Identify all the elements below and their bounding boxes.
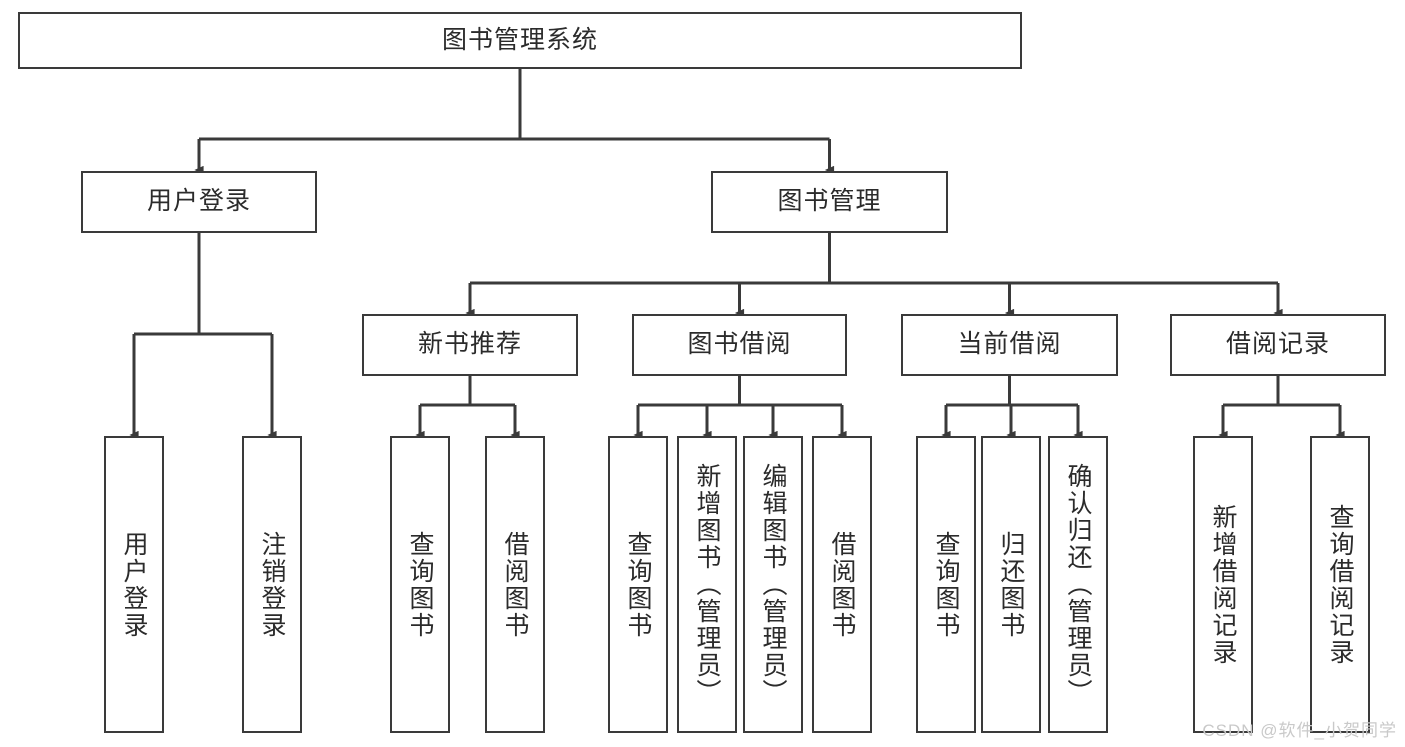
- node-user-login[interactable]: 用户登录: [81, 171, 317, 233]
- node-book-manage[interactable]: 图书管理: [711, 171, 948, 233]
- node-borrow-record[interactable]: 借阅记录: [1170, 314, 1386, 376]
- node-new-book-recommend[interactable]: 新书推荐: [362, 314, 578, 376]
- node-leaf-borrow-book-1[interactable]: 借阅图书: [485, 436, 545, 733]
- node-label: 当前借阅: [957, 330, 1062, 359]
- watermark: CSDN @软件_小贺同学: [1202, 721, 1397, 740]
- node-label: 归还图书: [997, 530, 1025, 639]
- node-leaf-return-book[interactable]: 归还图书: [981, 436, 1041, 733]
- node-label: 查询图书: [624, 530, 652, 639]
- node-label: 编辑图书（管理员）: [759, 463, 787, 706]
- node-label: 查询借阅记录: [1326, 503, 1354, 666]
- node-label: 查询图书: [932, 530, 960, 639]
- node-label: 图书借阅: [687, 330, 792, 359]
- node-label: 图书管理: [777, 187, 882, 216]
- node-label: 用户登录: [120, 530, 148, 639]
- node-leaf-query-book-1[interactable]: 查询图书: [390, 436, 450, 733]
- node-label: 查询图书: [406, 530, 434, 639]
- node-leaf-query-book-2[interactable]: 查询图书: [608, 436, 668, 733]
- edge-group: [129, 69, 1345, 440]
- node-label: 借阅图书: [501, 530, 529, 639]
- node-leaf-edit-book[interactable]: 编辑图书（管理员）: [743, 436, 803, 733]
- node-label: 图书管理系统: [441, 25, 598, 54]
- node-label: 新增图书（管理员）: [693, 463, 721, 706]
- node-leaf-user-login[interactable]: 用户登录: [104, 436, 164, 733]
- node-leaf-query-record[interactable]: 查询借阅记录: [1310, 436, 1370, 733]
- node-leaf-add-record[interactable]: 新增借阅记录: [1193, 436, 1253, 733]
- node-leaf-logout[interactable]: 注销登录: [242, 436, 302, 733]
- node-label: 借阅图书: [828, 530, 856, 639]
- node-label: 新增借阅记录: [1209, 503, 1237, 666]
- node-current-borrow[interactable]: 当前借阅: [901, 314, 1118, 376]
- node-leaf-add-book[interactable]: 新增图书（管理员）: [677, 436, 737, 733]
- node-book-borrow[interactable]: 图书借阅: [632, 314, 847, 376]
- node-leaf-query-book-3[interactable]: 查询图书: [916, 436, 976, 733]
- node-leaf-confirm-return[interactable]: 确认归还（管理员）: [1048, 436, 1108, 733]
- node-label: 确认归还（管理员）: [1064, 463, 1092, 706]
- node-label: 借阅记录: [1225, 330, 1330, 359]
- node-label: 新书推荐: [417, 330, 522, 359]
- node-root[interactable]: 图书管理系统: [18, 12, 1022, 69]
- node-label: 注销登录: [258, 530, 286, 639]
- node-leaf-borrow-book-2[interactable]: 借阅图书: [812, 436, 872, 733]
- node-label: 用户登录: [146, 187, 251, 216]
